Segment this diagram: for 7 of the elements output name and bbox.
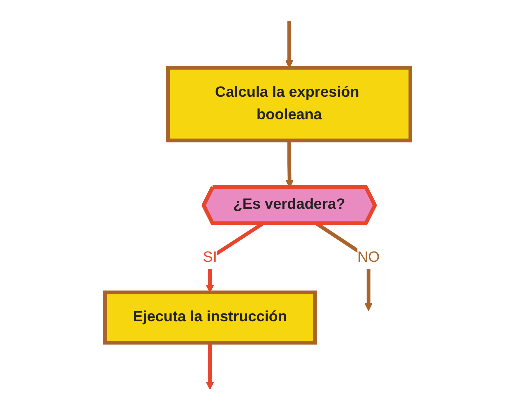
edge-label: NO xyxy=(357,250,380,266)
edge-label: SI xyxy=(202,250,217,266)
arrow xyxy=(285,21,294,68)
node-box: Calcula la expresión booleana xyxy=(166,66,412,143)
arrow xyxy=(316,222,372,312)
arrow xyxy=(206,342,214,390)
node-box: Ejecuta la instrucción xyxy=(102,290,317,345)
